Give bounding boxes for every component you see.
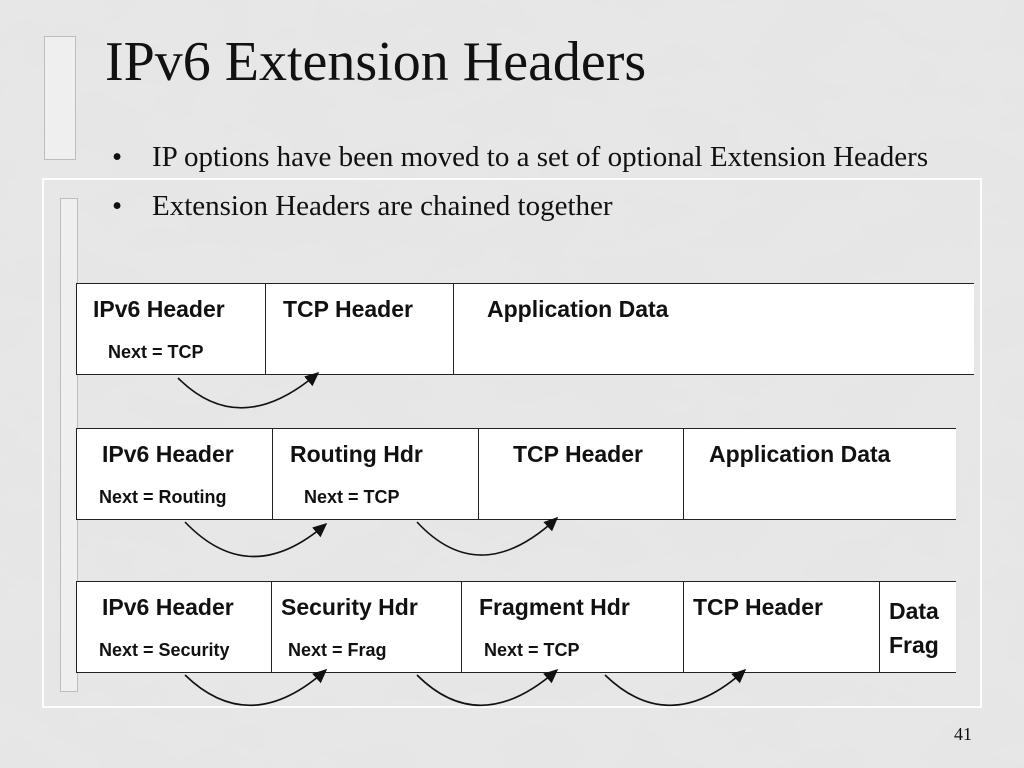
slide-title: IPv6 Extension Headers: [105, 31, 647, 93]
cell-header: IPv6 Header: [102, 441, 234, 467]
packet-cell: Data Frag: [880, 582, 957, 672]
cell-next: Next = Security: [99, 640, 230, 660]
packet-cell: Fragment Hdr Next = TCP: [462, 582, 684, 672]
packet-cell: Application Data: [684, 429, 957, 519]
packet-diagram-1: IPv6 Header Next = TCP TCP Header Applic…: [76, 283, 974, 375]
packet-cell: IPv6 Header Next = Security: [77, 582, 272, 672]
packet-cell: IPv6 Header Next = Routing: [77, 429, 273, 519]
packet-cell: TCP Header: [266, 284, 454, 374]
cell-header: TCP Header: [693, 594, 823, 620]
packet-cell: IPv6 Header Next = TCP: [77, 284, 266, 374]
cell-header: IPv6 Header: [102, 594, 234, 620]
cell-header: TCP Header: [513, 441, 643, 467]
packet-cell: Routing Hdr Next = TCP: [273, 429, 479, 519]
decorative-bar-top: [44, 36, 76, 160]
page-number: 41: [954, 724, 972, 744]
cell-next: Next = TCP: [484, 640, 580, 660]
cell-header: Fragment Hdr: [479, 594, 630, 620]
cell-header: Routing Hdr: [290, 441, 423, 467]
cell-header: TCP Header: [283, 296, 413, 322]
packet-cell: Application Data: [454, 284, 975, 374]
bullet-text: IP options have been moved to a set of o…: [152, 141, 929, 173]
cell-header: Security Hdr: [281, 594, 418, 620]
packet-cell: TCP Header: [479, 429, 684, 519]
cell-header: Data Frag: [889, 598, 939, 658]
bullet-text: Extension Headers are chained together: [152, 190, 613, 222]
cell-header: IPv6 Header: [93, 296, 225, 322]
bullet-list: • IP options have been moved to a set of…: [112, 138, 972, 236]
packet-diagram-2: IPv6 Header Next = Routing Routing Hdr N…: [76, 428, 956, 520]
cell-next: Next = TCP: [304, 487, 400, 507]
cell-header: Application Data: [709, 441, 891, 467]
packet-cell: TCP Header: [684, 582, 880, 672]
cell-next: Next = TCP: [108, 342, 204, 362]
cell-next: Next = Routing: [99, 487, 227, 507]
packet-cell: Security Hdr Next = Frag: [272, 582, 462, 672]
packet-diagram-3: IPv6 Header Next = Security Security Hdr…: [76, 581, 956, 673]
bullet-symbol: •: [112, 141, 123, 173]
bullet-symbol: •: [112, 190, 123, 222]
cell-next: Next = Frag: [288, 640, 387, 660]
bullet-item: • Extension Headers are chained together: [112, 187, 972, 226]
decorative-frame: [42, 178, 982, 708]
cell-header: Application Data: [487, 296, 669, 322]
bullet-item: • IP options have been moved to a set of…: [112, 138, 972, 177]
